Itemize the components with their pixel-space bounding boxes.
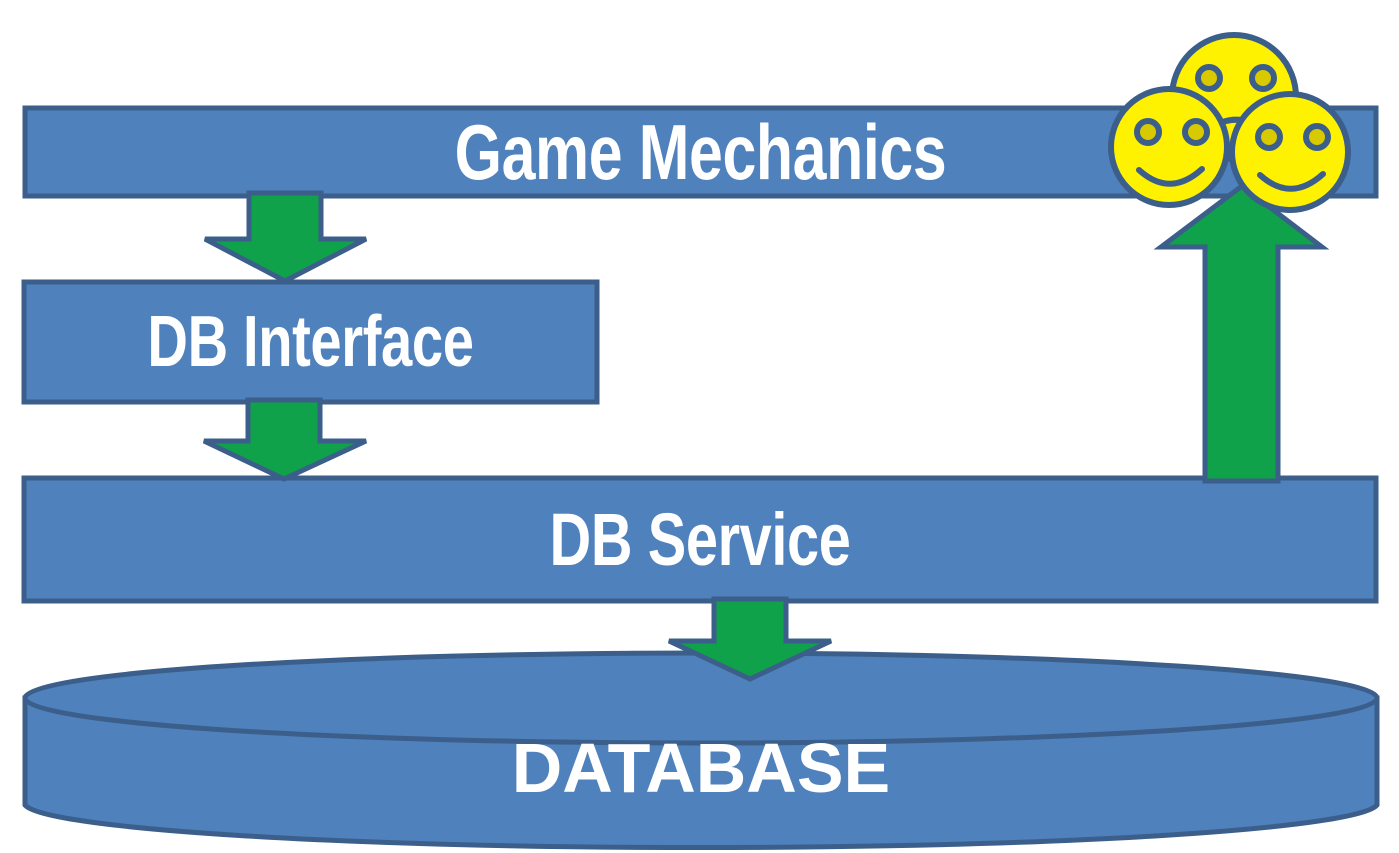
arrow-service-to-mechanics-icon [1153, 182, 1330, 484]
smiling-face-left-icon [1108, 86, 1230, 208]
database-cylinder-top [22, 650, 1380, 746]
arrow-interface-to-service-icon [202, 397, 368, 482]
node-db-service[interactable] [21, 475, 1379, 604]
arrow-service-to-database-icon [667, 596, 833, 682]
node-database[interactable] [22, 650, 1380, 851]
smiling-face-right-icon [1229, 91, 1351, 213]
node-db-interface[interactable] [21, 279, 600, 405]
arrow-mechanics-to-interface-icon [203, 190, 368, 284]
